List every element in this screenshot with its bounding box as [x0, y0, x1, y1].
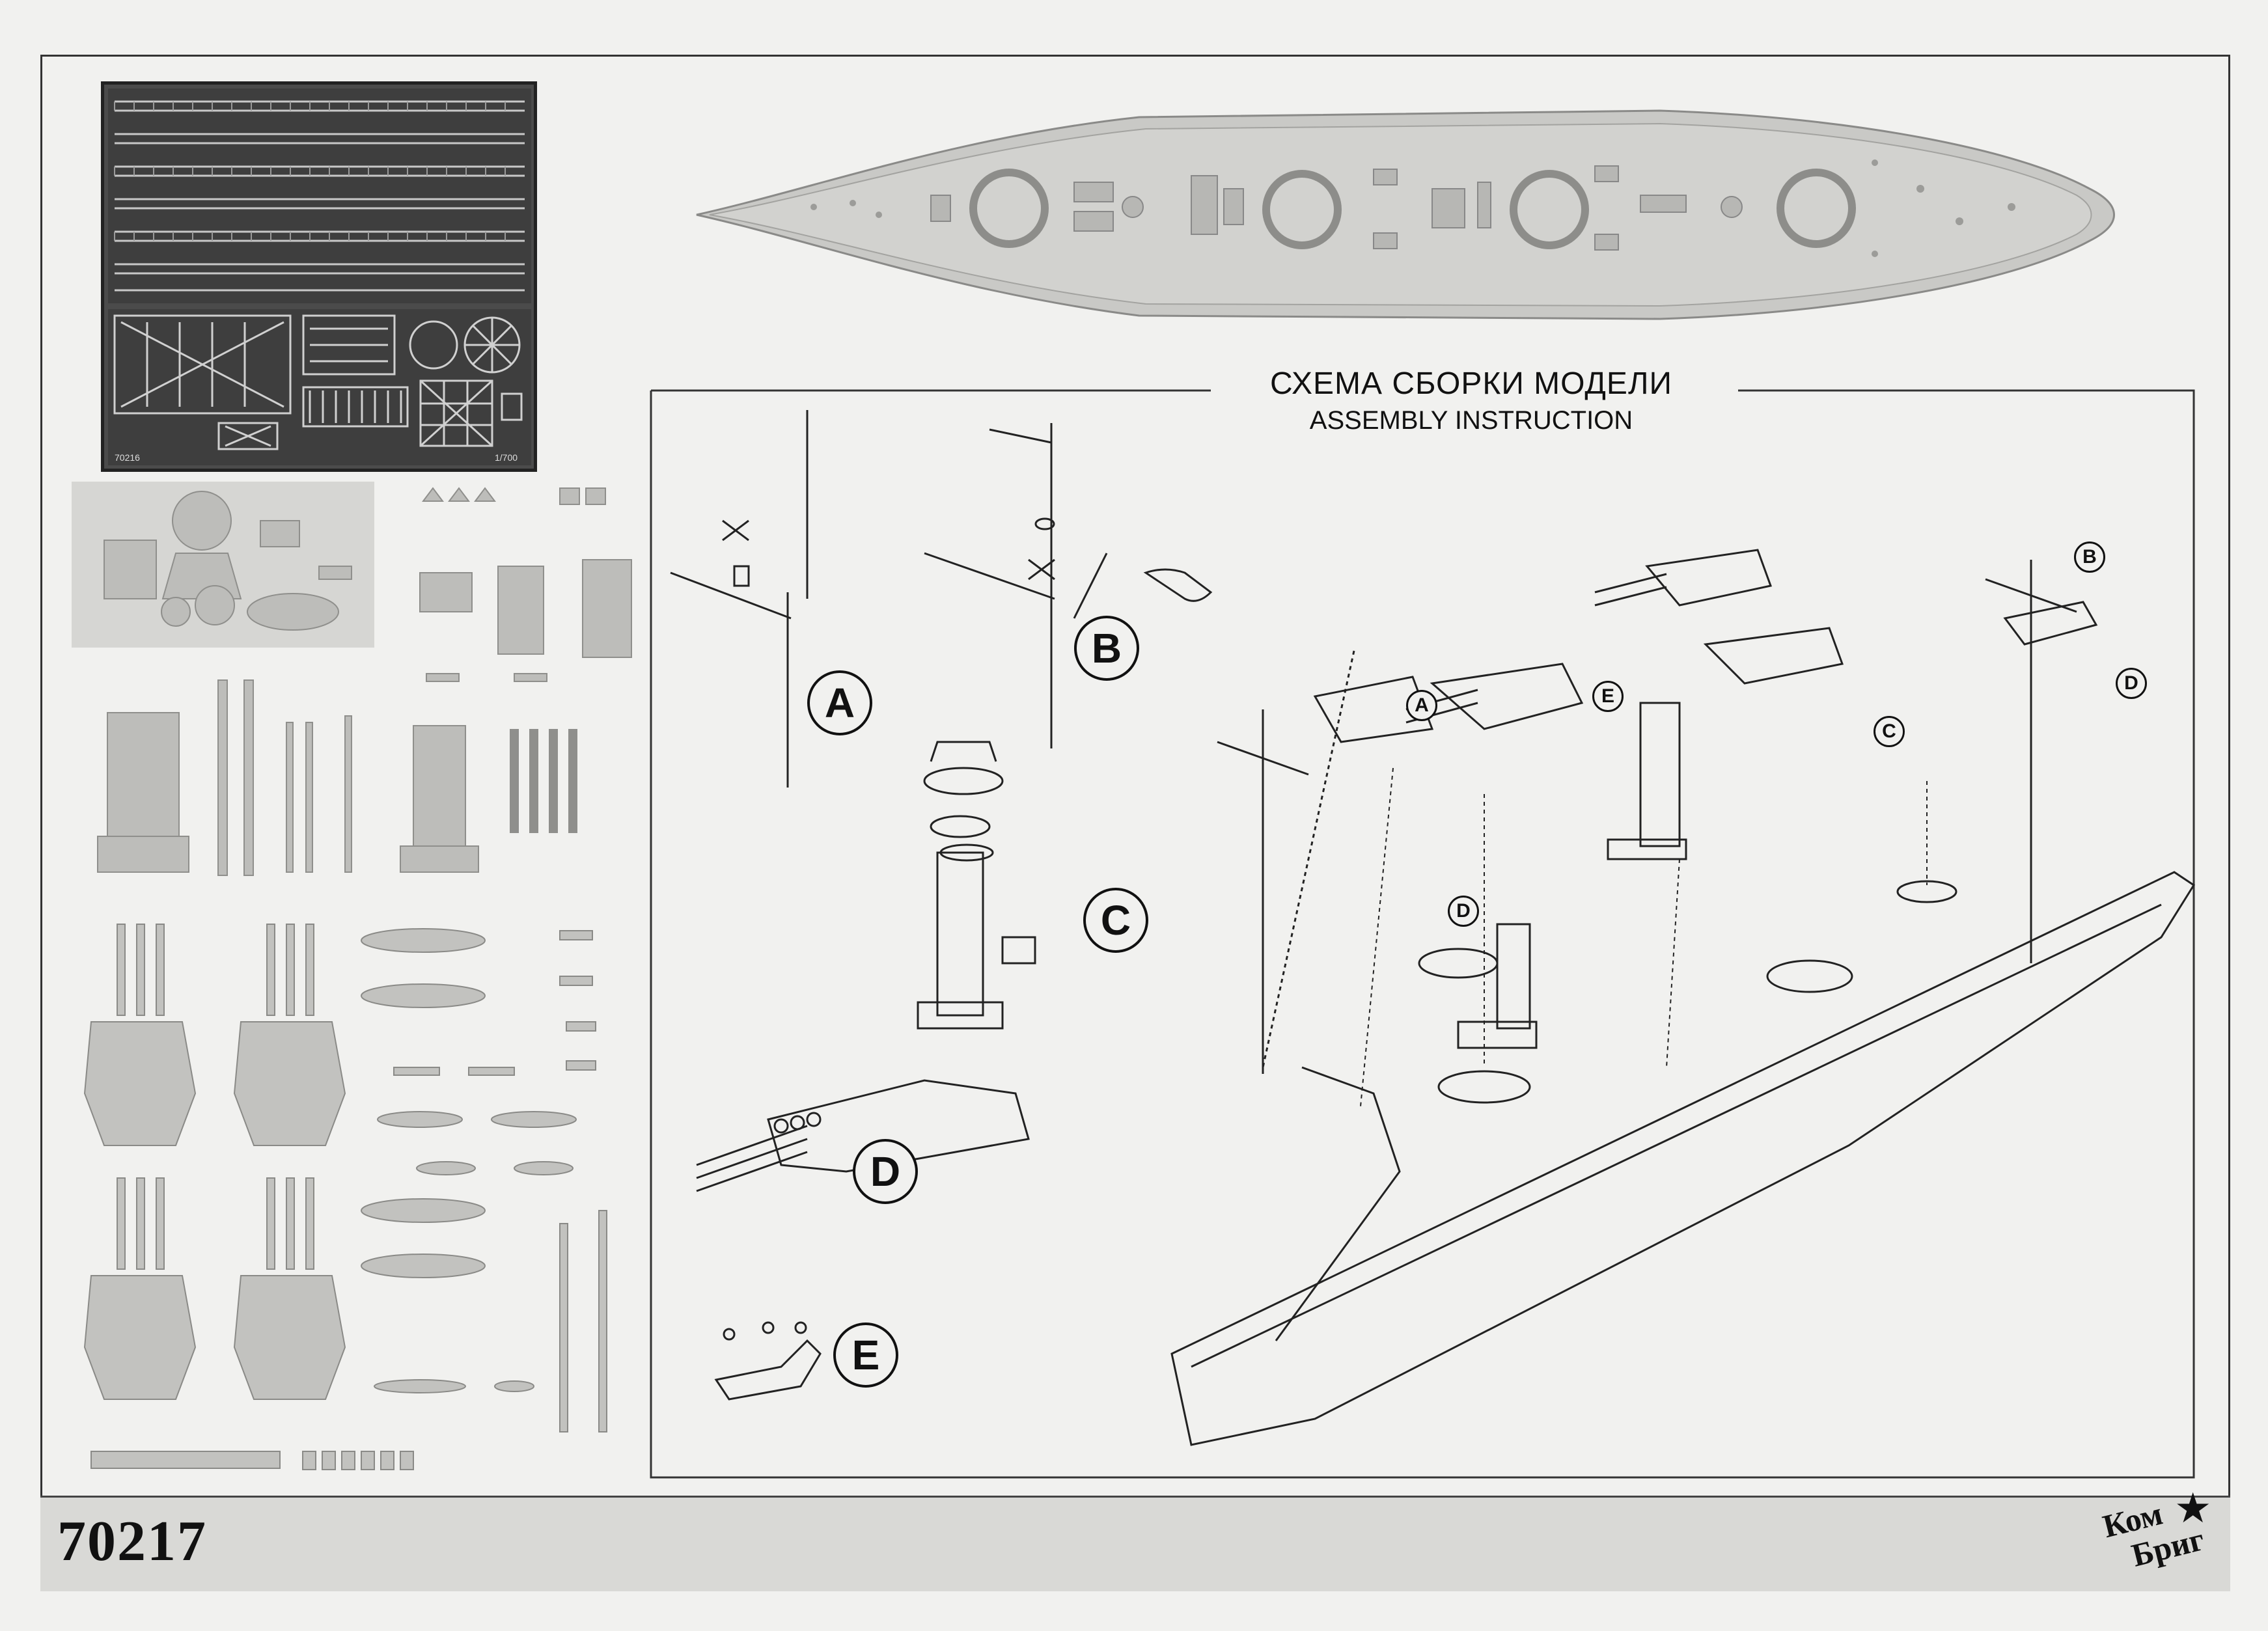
photo-etch-scale: 1/700	[495, 452, 518, 463]
brand-logo: Ком Бриг ★	[2077, 1484, 2212, 1574]
instruction-title-ru: СХЕМА СБОРКИ МОДЕЛИ	[1270, 366, 1672, 401]
photo-etch-fret: 70216 1/700	[101, 81, 537, 472]
callout-e-large: E	[833, 1323, 898, 1388]
photo-etch-parts	[108, 309, 531, 465]
callout-b-large: B	[1074, 616, 1139, 681]
parts-layout	[72, 482, 632, 1470]
callout-b-small: B	[2074, 541, 2105, 573]
bottom-band	[40, 1496, 2230, 1591]
callout-a-small: A	[1406, 690, 1437, 721]
photo-etch-railings	[108, 89, 531, 303]
callout-c-small: C	[1874, 716, 1905, 747]
callout-d-small: D	[1448, 896, 1479, 927]
callout-e-small: E	[1592, 681, 1624, 712]
kit-number: 70217	[57, 1510, 207, 1573]
callout-a-large: A	[807, 670, 872, 735]
photo-etch-code: 70216	[115, 452, 140, 463]
callout-d-large: D	[853, 1139, 918, 1204]
instruction-border	[650, 389, 2195, 1479]
callout-c-large: C	[1083, 888, 1148, 953]
assembly-drawings	[670, 410, 2196, 1446]
star-icon: ★	[2174, 1485, 2212, 1531]
callout-d-small-2: D	[2116, 668, 2147, 699]
hull-plan-view	[696, 109, 2115, 320]
instruction-title-en: ASSEMBLY INSTRUCTION	[1309, 406, 1633, 435]
